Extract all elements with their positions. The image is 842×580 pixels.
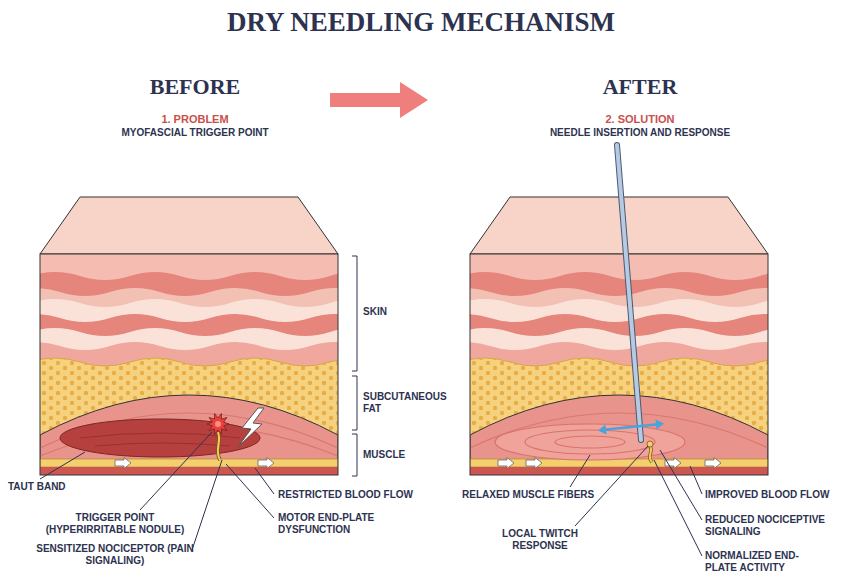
step-subheading: NEEDLE INSERTION AND RESPONSE xyxy=(520,127,760,139)
part-label: IMPROVED BLOOD FLOW xyxy=(705,489,829,501)
part-label: TAUT BAND xyxy=(8,481,66,493)
panel-heading: AFTER xyxy=(530,74,750,100)
step-heading: 1. PROBLEM xyxy=(75,113,315,126)
part-label: RESTRICTED BLOOD FLOW xyxy=(278,489,413,501)
tissue-block-before xyxy=(10,197,380,475)
step-subheading: MYOFASCIAL TRIGGER POINT xyxy=(75,127,315,139)
panel-heading: BEFORE xyxy=(85,74,305,100)
layer-label: SUBCUTANEOUS FAT xyxy=(363,391,455,415)
part-label: MOTOR END-PLATE DYSFUNCTION xyxy=(278,512,393,536)
part-label: NORMALIZED END-PLATE ACTIVITY xyxy=(705,550,827,574)
layer-label: MUSCLE xyxy=(363,449,405,461)
step-heading: 2. SOLUTION xyxy=(520,113,760,126)
transition-arrow xyxy=(330,82,428,118)
part-label: LOCAL TWITCH RESPONSE xyxy=(495,528,585,552)
part-label: TRIGGER POINT (HYPERIRRITABLE NODULE) xyxy=(35,512,195,536)
diagram-title: DRY NEEDLING MECHANISM xyxy=(71,6,771,38)
tissue-block-after xyxy=(440,145,810,475)
part-label: SENSITIZED NOCICEPTOR (PAIN SIGNALING) xyxy=(35,543,195,567)
layer-bracket xyxy=(352,256,357,476)
part-label: RELAXED MUSCLE FIBERS xyxy=(462,489,594,501)
layer-label: SKIN xyxy=(363,306,387,318)
leader-lines xyxy=(40,432,702,556)
part-label: REDUCED NOCICEPTIVE SIGNALING xyxy=(705,514,830,538)
